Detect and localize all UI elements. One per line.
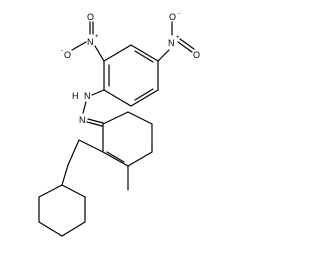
nitro-top-oxygen-single: O (64, 50, 71, 60)
nitro-group-right: N + O - O (157, 11, 200, 62)
nitro-right-plus: + (176, 35, 180, 41)
hydrazine-link: N H N (72, 89, 105, 127)
dinitrophenyl-ring (103, 44, 159, 107)
nitro-group-top: N + O O - (61, 12, 105, 62)
nitro-top-nitrogen: N (87, 37, 94, 47)
cyclohexene-ring (102, 111, 153, 167)
cyclohexyl-ring (38, 184, 86, 237)
chemical-structure: N + O O - N + O - O N H N (38, 11, 200, 237)
hydrazine-nh-nitrogen: N (84, 91, 91, 101)
hydrazone-nitrogen: N (79, 115, 86, 125)
nitro-right-nitrogen: N (168, 38, 175, 48)
nitro-top-minus: - (61, 48, 63, 54)
nitro-top-plus: + (95, 34, 99, 40)
nitro-right-oxygen-top: O (169, 12, 176, 22)
nitro-right-oxygen-double: O (193, 50, 200, 60)
nitro-right-minus: - (178, 11, 180, 17)
ethyl-linker (61, 139, 104, 186)
nitro-top-oxygen-double: O (87, 12, 94, 22)
hydrazine-hydrogen: H (72, 91, 79, 101)
